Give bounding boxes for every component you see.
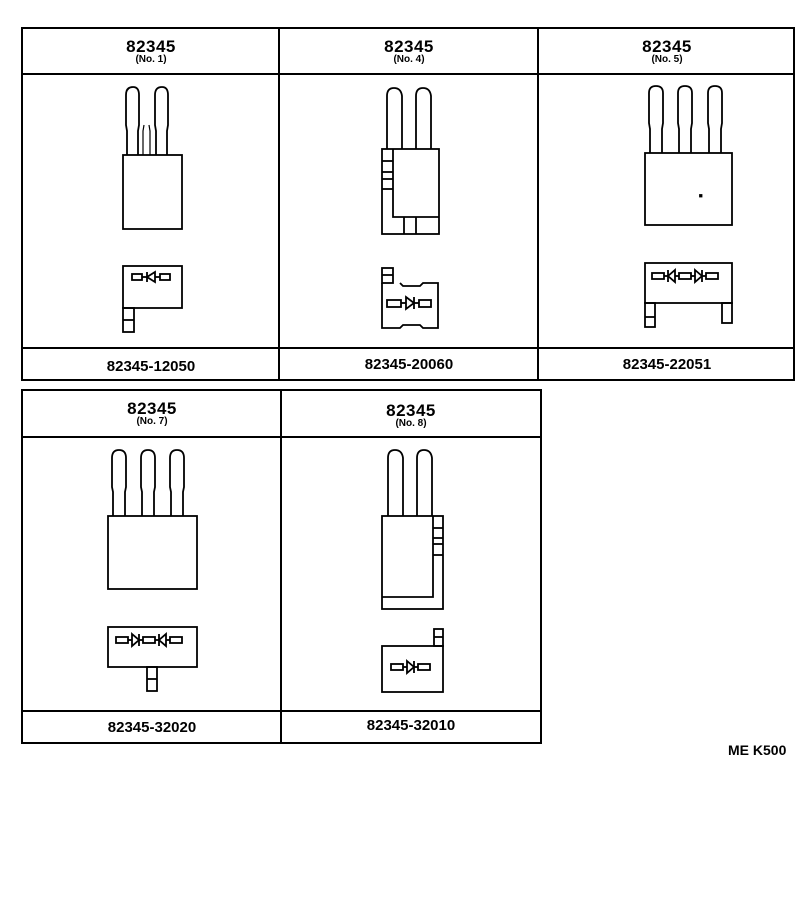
part-number: 82345-20060 [364, 356, 454, 373]
connector-cell-no5: 82345 (No. 5) 82345-22051 [539, 29, 795, 379]
connector-table-top: 82345 (No. 1) 82345-12050 82345 [21, 27, 795, 381]
footer-divider [23, 710, 540, 712]
part-number: 82345-32020 [107, 719, 197, 736]
connector-subtitle: (No. 8) [395, 418, 427, 429]
column-divider [278, 29, 280, 379]
connector-subtitle: (No. 5) [651, 54, 683, 65]
column-divider [280, 391, 282, 742]
header-divider [23, 436, 540, 438]
cell-header: 82345 (No. 4) [280, 38, 538, 65]
cell-header: 82345 (No. 7) [23, 400, 281, 427]
connector-title: 82345 [642, 37, 692, 56]
connector-drawing-3pin-two-diodes [107, 449, 198, 692]
connector-cell-no1: 82345 (No. 1) 82345-12050 [23, 29, 279, 379]
connector-title: 82345 [126, 37, 176, 56]
connector-drawing-2pin-forward-diode [381, 87, 440, 329]
connector-subtitle: (No. 7) [136, 416, 168, 427]
part-number: 82345-22051 [622, 356, 712, 373]
connector-title: 82345 [386, 401, 436, 420]
part-number: 82345-12050 [106, 358, 196, 375]
connector-cell-no7: 82345 (No. 7) 82345-32020 [23, 391, 281, 742]
header-divider [23, 73, 793, 75]
part-number: 82345-32010 [366, 717, 456, 734]
connector-title: 82345 [127, 399, 177, 418]
connector-cell-no4: 82345 (No. 4) 82345-20060 [280, 29, 538, 379]
figure-code: ME K500 [728, 742, 787, 758]
connector-subtitle: (No. 1) [135, 54, 167, 65]
cell-header: 82345 (No. 1) [23, 38, 279, 65]
cell-header: 82345 (No. 5) [539, 38, 795, 65]
connector-table-bottom: 82345 (No. 7) 82345-32020 [21, 389, 542, 744]
connector-cell-no8: 82345 (No. 8) 82345-32010 [282, 391, 540, 742]
column-divider [537, 29, 539, 379]
connector-title: 82345 [384, 37, 434, 56]
connector-drawing-2pin-reverse-diode [122, 86, 183, 333]
footer-divider [23, 347, 793, 349]
connector-drawing-3pin-two-diodes [644, 85, 733, 328]
connector-drawing-2pin-forward-diode [381, 449, 444, 693]
cell-header: 82345 (No. 8) [282, 402, 540, 429]
connector-subtitle: (No. 4) [393, 54, 425, 65]
